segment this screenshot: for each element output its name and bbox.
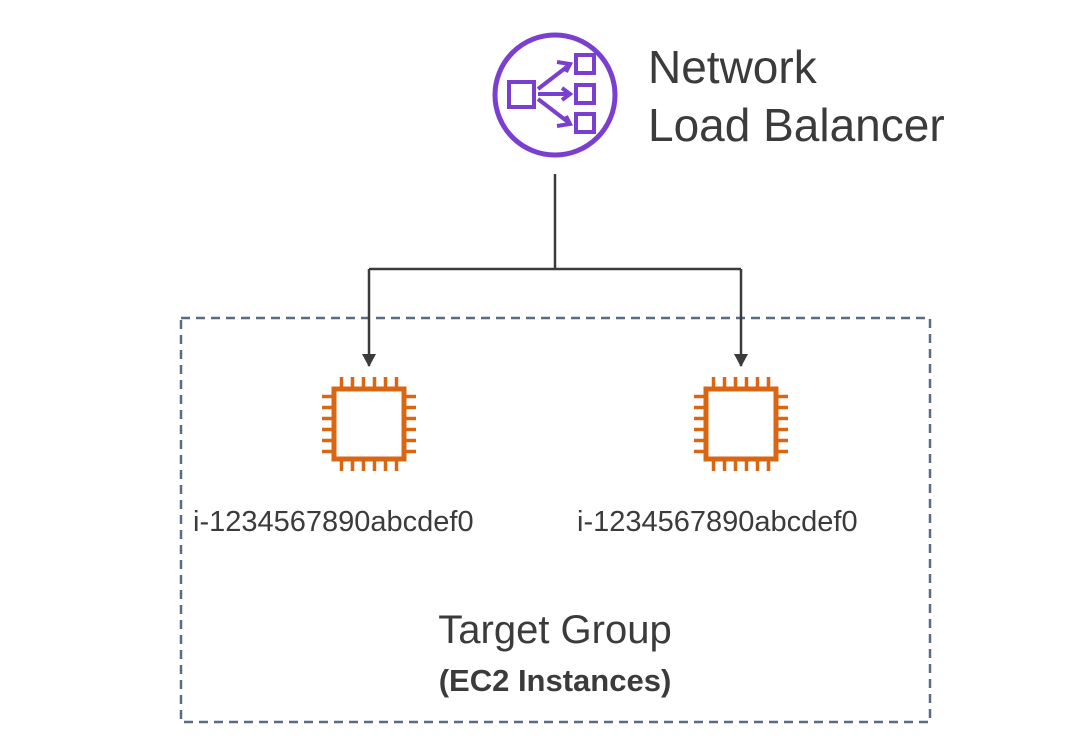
- load-balancer-title: Network Load Balancer: [648, 38, 945, 154]
- arrowhead-right: [734, 354, 748, 367]
- instance-id-label: i-1234567890abcdef0: [193, 506, 474, 538]
- ec2-instance-icon: [694, 377, 788, 471]
- target-group-border: [179, 316, 932, 724]
- load-balancer-title-line2: Load Balancer: [648, 99, 945, 151]
- target-group-subtitle: (EC2 Instances): [438, 663, 672, 698]
- ec2-instance-icon: [322, 377, 416, 471]
- target-group-title: Target Group: [438, 608, 672, 652]
- connector-lines: [367, 174, 743, 366]
- instance-id-label: i-1234567890abcdef0: [577, 506, 858, 538]
- load-balancer-icon: [492, 32, 618, 158]
- arrowhead-left: [362, 354, 376, 367]
- load-balancer-title-line1: Network: [648, 41, 817, 93]
